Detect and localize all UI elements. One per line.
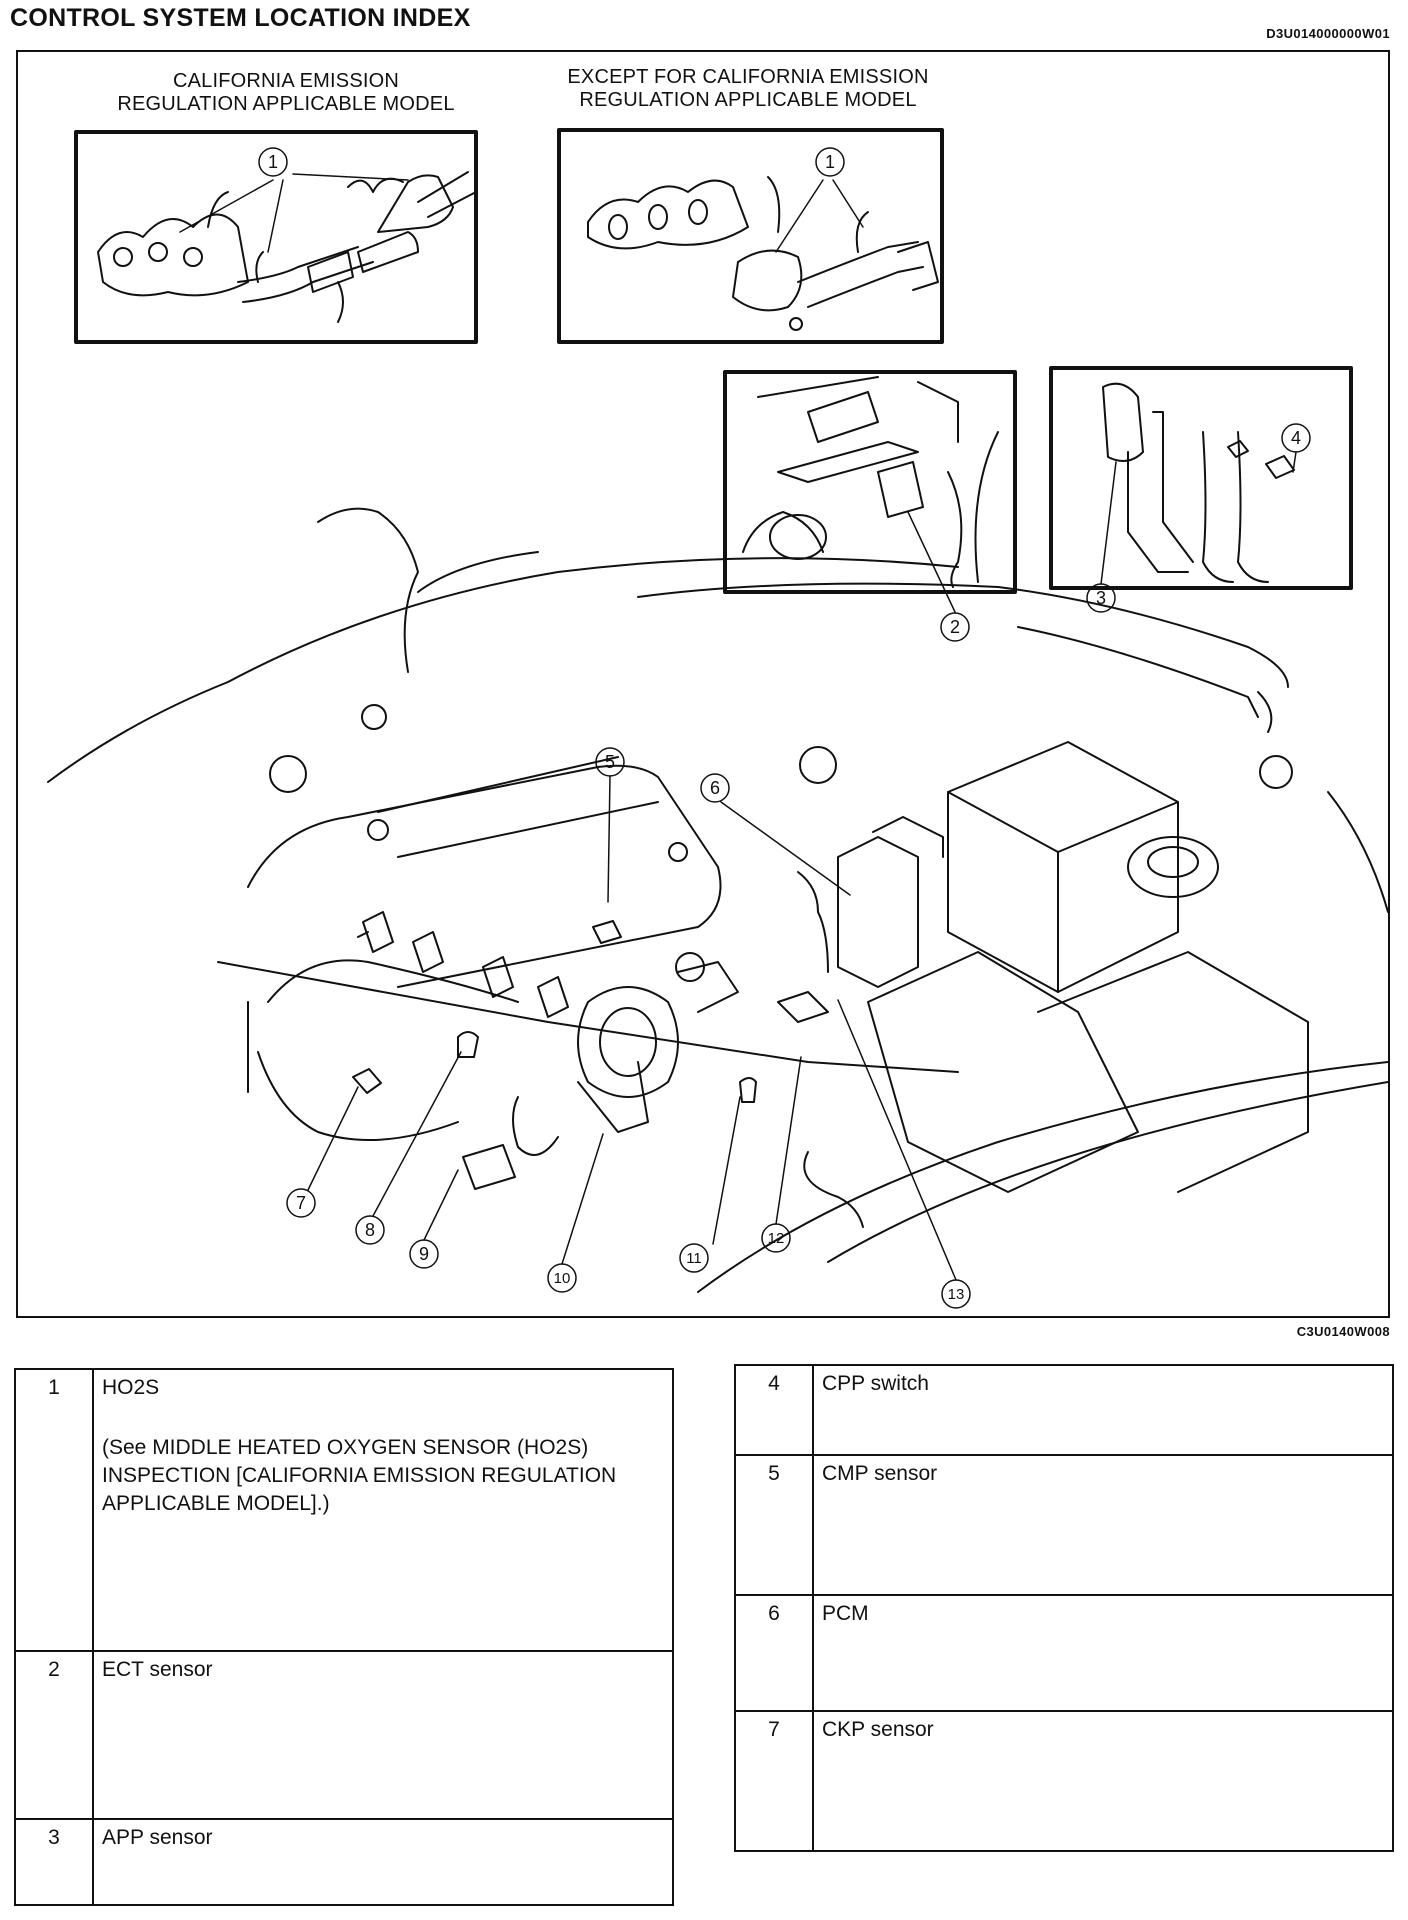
callout-1b: 1	[825, 152, 835, 172]
legend-number: 2	[14, 1650, 94, 1820]
legend-table-left: 1 HO2S (See MIDDLE HEATED OXYGEN SENSOR …	[14, 1368, 674, 1906]
document-code: D3U014000000W01	[1266, 26, 1390, 41]
inset-pedal-frame	[1049, 366, 1353, 590]
iat-sensor-shape	[457, 1031, 479, 1058]
callout-1: 1	[268, 152, 278, 172]
callout-7: 7	[296, 1193, 306, 1213]
callout-13: 13	[948, 1286, 965, 1303]
legend-number: 4	[734, 1364, 814, 1456]
legend-row: 6 PCM	[734, 1594, 1394, 1712]
callout-10: 10	[554, 1270, 571, 1287]
legend-number: 7	[734, 1710, 814, 1852]
engine-bay-illustration: 1 1 2 3 4 5 6 7 8 9 10 11 12 13	[47, 128, 1388, 1309]
legend-number: 5	[734, 1454, 814, 1596]
exhaust-except-drawing	[587, 176, 939, 331]
callout-5: 5	[605, 752, 615, 772]
location-diagram: 1 1 2 3 4 5 6 7 8 9 10 11 12 13 CALIFORN…	[16, 50, 1390, 1318]
maf-sensor-shape	[739, 1077, 757, 1103]
legend-row: 1 HO2S (See MIDDLE HEATED OXYGEN SENSOR …	[14, 1368, 674, 1652]
legend-name: CKP sensor	[812, 1710, 1394, 1852]
legend-name: HO2S	[102, 1376, 160, 1399]
legend-note: (See MIDDLE HEATED OXYGEN SENSOR (HO2S) …	[102, 1436, 617, 1515]
legend-name: CMP sensor	[812, 1454, 1394, 1596]
inset-except-frame	[557, 128, 944, 344]
legend-row: 5 CMP sensor	[734, 1454, 1394, 1596]
callout-9: 9	[419, 1244, 429, 1264]
map-sensor-shape	[462, 1144, 516, 1190]
inset-california-frame	[74, 130, 478, 344]
legend-number: 6	[734, 1594, 814, 1712]
pedal-drawing	[1102, 382, 1295, 583]
legend-number: 3	[14, 1818, 94, 1906]
legend-name: CPP switch	[812, 1364, 1394, 1456]
page-title: CONTROL SYSTEM LOCATION INDEX	[10, 4, 471, 32]
callout-4: 4	[1291, 428, 1301, 448]
ect-sensor-drawing	[742, 376, 999, 588]
caption-except-california: EXCEPT FOR CALIFORNIA EMISSION REGULATIO…	[567, 66, 929, 111]
legend-table-right: 4 CPP switch 5 CMP sensor 6 PCM 7 CKP se…	[734, 1364, 1394, 1852]
callout-6: 6	[710, 778, 720, 798]
figure-code: C3U0140W008	[1296, 1324, 1390, 1339]
callout-3: 3	[1096, 588, 1106, 608]
callout-11: 11	[686, 1250, 702, 1267]
engine-sensor-shape	[777, 991, 829, 1023]
legend-name: ECT sensor	[92, 1650, 674, 1820]
legend-number: 1	[14, 1368, 94, 1652]
legend-name: PCM	[812, 1594, 1394, 1712]
callout-8: 8	[365, 1220, 375, 1240]
legend-name: APP sensor	[92, 1818, 674, 1906]
legend-row: 7 CKP sensor	[734, 1710, 1394, 1852]
cmp-sensor-shape	[592, 920, 622, 944]
caption-california: CALIFORNIA EMISSION REGULATION APPLICABL…	[117, 70, 455, 115]
legend-row: 3 APP sensor	[14, 1818, 674, 1906]
legend-row: 4 CPP switch	[734, 1364, 1394, 1456]
legend-description: HO2S (See MIDDLE HEATED OXYGEN SENSOR (H…	[92, 1368, 674, 1652]
exhaust-california-drawing	[97, 171, 477, 323]
legend-row: 2 ECT sensor	[14, 1650, 674, 1820]
ckp-sensor-shape	[352, 1068, 382, 1094]
inset-ect-frame	[723, 370, 1017, 594]
callout-2: 2	[950, 617, 960, 637]
callout-12: 12	[768, 1230, 785, 1247]
engine-bay-drawing	[47, 507, 1388, 1293]
